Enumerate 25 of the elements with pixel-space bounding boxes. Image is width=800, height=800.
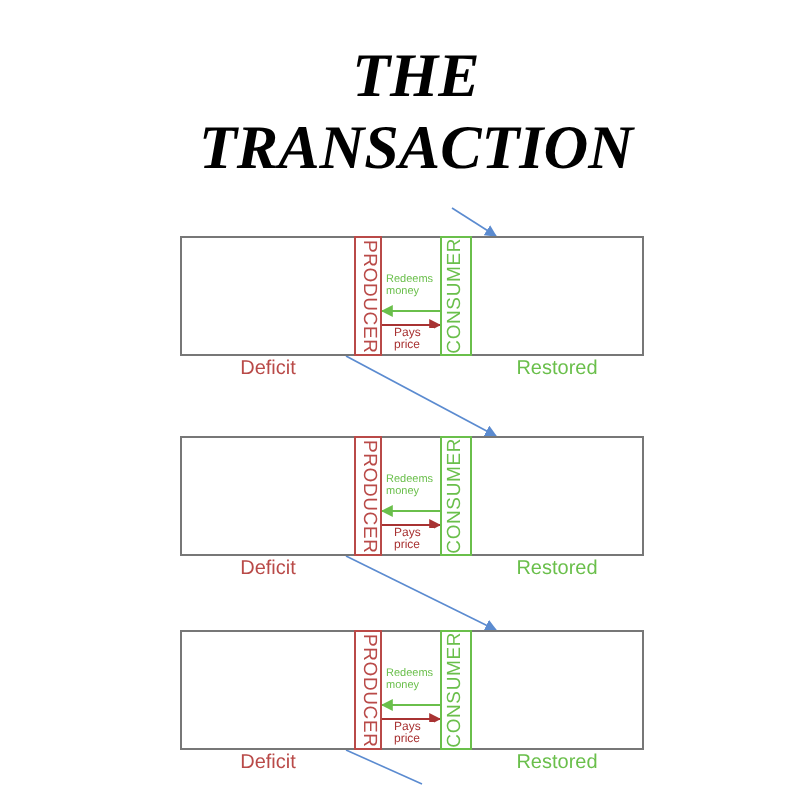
role-strip (440, 436, 472, 556)
arrow (381, 519, 442, 531)
arrow (380, 505, 441, 517)
arrow (380, 699, 441, 711)
role-label: CONSUMER (446, 632, 466, 748)
arrow (380, 305, 441, 317)
role-label: CONSUMER (446, 438, 466, 554)
arrow (345, 555, 498, 631)
arrow (451, 207, 497, 237)
region-label: Deficit (238, 752, 298, 774)
role-strip (440, 236, 472, 356)
title: THE TRANSACTION (196, 40, 637, 184)
role-label: CONSUMER (446, 238, 466, 354)
role-label: PRODUCER (358, 439, 378, 553)
region-label: Restored (514, 558, 600, 580)
role-strip (440, 630, 472, 750)
arrow (381, 713, 442, 725)
region-label: Deficit (238, 558, 298, 580)
arrow (381, 319, 442, 331)
role-label: PRODUCER (358, 239, 378, 353)
arrow (345, 355, 498, 437)
role-label: PRODUCER (358, 633, 378, 747)
region-label: Deficit (238, 358, 298, 380)
region-label: Restored (514, 752, 600, 774)
region-label: Restored (514, 358, 600, 380)
